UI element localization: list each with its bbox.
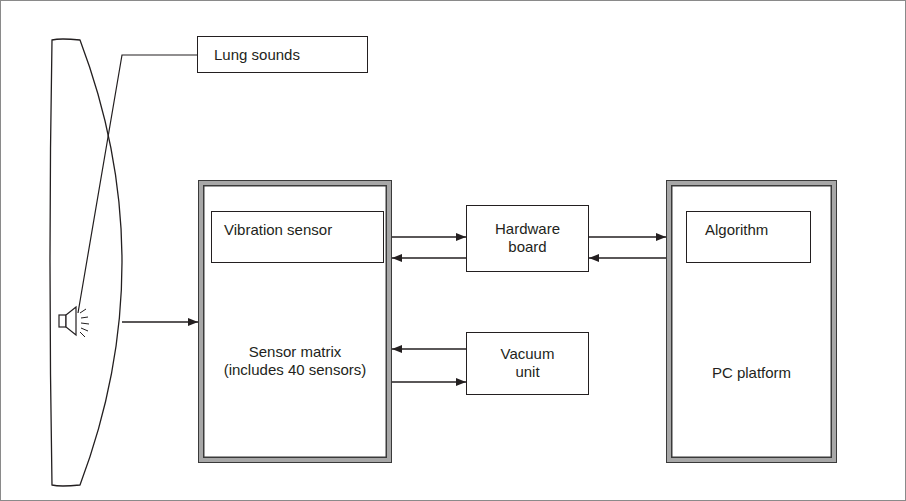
chest-outline: [50, 39, 122, 486]
label-box: Lung sounds: [197, 36, 368, 73]
connector-arrow: [392, 236, 466, 237]
connector-arrow: [392, 348, 466, 349]
connector-arrow: [392, 381, 466, 382]
process-box: Algorithm: [686, 211, 811, 263]
speaker-symbol: [59, 307, 89, 337]
node-label: Vacuum unit: [493, 345, 563, 381]
node-label: PC platform: [712, 364, 791, 382]
node-label: Algorithm: [705, 221, 768, 239]
node-label: Sensor matrix (includes 40 sensors): [220, 343, 370, 379]
node-label: Lung sounds: [214, 46, 300, 64]
platform-box: Algorithm PC platform: [666, 180, 837, 463]
connector-arrow: [589, 236, 666, 237]
process-box: Hardware board: [466, 205, 589, 272]
process-box: Vibration sensor: [211, 211, 384, 263]
process-box: Vacuum unit: [466, 332, 589, 395]
node-label: Vibration sensor: [224, 221, 332, 239]
leader-line: [78, 55, 197, 313]
connector-arrow: [392, 257, 466, 258]
connector-arrow: [589, 257, 666, 258]
sensor-matrix: Vibration sensorSensor matrix (includes …: [198, 180, 392, 463]
node-label: Hardware board: [483, 220, 573, 256]
signal-arrow: [122, 321, 198, 322]
